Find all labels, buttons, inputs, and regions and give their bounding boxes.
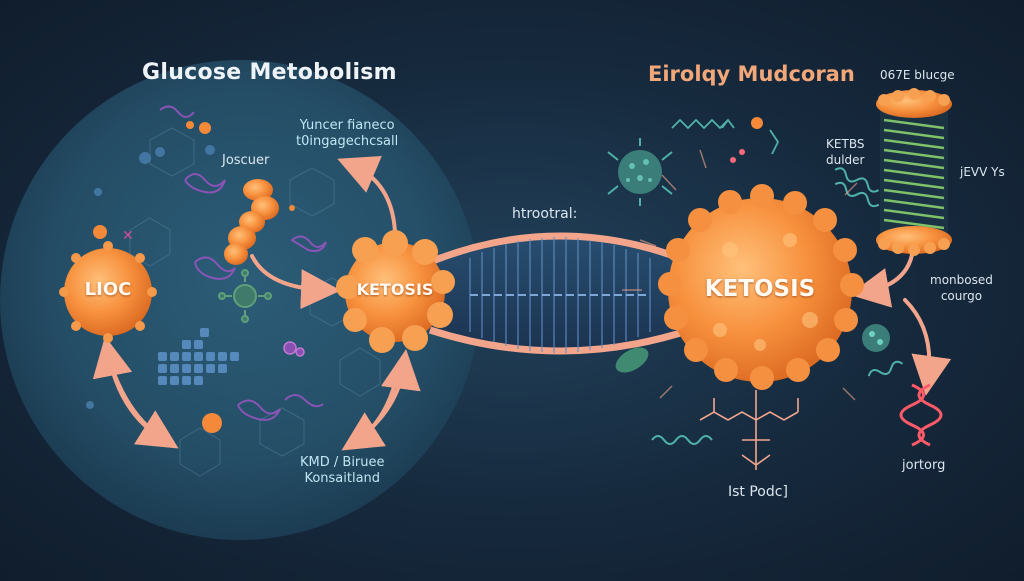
structural-formula-bottom — [699, 390, 799, 470]
lioc-label: LIOC — [84, 279, 132, 300]
kmd-line2: Konsaitland — [304, 471, 381, 486]
monbosed-line1: monbosed — [930, 273, 993, 287]
glucose-chain — [224, 179, 279, 265]
ketbs-line2: dulder — [826, 153, 865, 167]
dna-helix-icon — [899, 383, 943, 447]
ketbs-label: KETBS dulder — [826, 136, 865, 168]
monbosed-line2: courgo — [940, 289, 983, 303]
monbosed-label: monbosed courgo — [930, 272, 993, 304]
arrow-to-helix — [903, 298, 952, 396]
kmd-line1: KMD / Biruee — [300, 455, 385, 470]
ketosis-right-node — [658, 184, 864, 390]
blucge-label: 067E bIucge — [880, 68, 955, 82]
ketbs-line1: KETBS — [826, 137, 865, 151]
right-section-title: Eirolqy Mudcoran — [648, 62, 855, 86]
structural-formula-top — [671, 118, 780, 155]
jortorg-label: jortorg — [902, 458, 946, 473]
arrow-ketosis-return — [353, 349, 421, 444]
crystal-lattice-icon — [158, 328, 239, 385]
arrow-ketosis-up — [337, 155, 397, 234]
yuncer-line1: Yuncer fianeco — [299, 118, 395, 133]
orange-dots — [93, 117, 763, 433]
purple-molecules — [159, 105, 327, 421]
ketosis-left-node — [336, 230, 455, 353]
glucose-metabolism-title: Glucose Metobolism — [142, 60, 397, 85]
molecule-icon — [218, 269, 272, 323]
joscuer-label: Joscuer — [222, 153, 270, 168]
lioc-node — [59, 241, 157, 343]
arrows — [92, 155, 952, 451]
helix-icon — [651, 167, 904, 445]
red-atoms — [730, 149, 745, 163]
arrow-glucose-to-ketosis — [250, 254, 341, 310]
ketosis-right-label: KETOSIS — [704, 276, 816, 302]
arrow-lioc-up — [92, 336, 167, 442]
yuncer-label: Yuncer fianeco t0ingagechcsall — [296, 118, 398, 150]
arrow-cylinder-to-ketosis — [849, 253, 914, 308]
jevv-label: jEVV Ys — [960, 165, 1005, 179]
membrane-bridge — [428, 232, 692, 355]
molecule-icon — [283, 341, 305, 357]
yuncer-line2: t0ingagechcsall — [296, 134, 399, 149]
cross-mark-icon: ✕ — [122, 228, 134, 244]
molecule-icon — [615, 347, 649, 373]
ist-podc-label: Ist Podc] — [728, 484, 788, 500]
htrootral-label: htrootral: — [512, 206, 578, 222]
molecule-icon — [607, 138, 673, 206]
ketosis-left-label: KETOSIS — [356, 280, 434, 299]
molecule-icon — [862, 324, 890, 352]
kmd-label: KMD / Biruee Konsaitland — [300, 455, 385, 487]
cylinder-coil-icon — [876, 88, 952, 256]
radial-lines — [622, 149, 858, 401]
